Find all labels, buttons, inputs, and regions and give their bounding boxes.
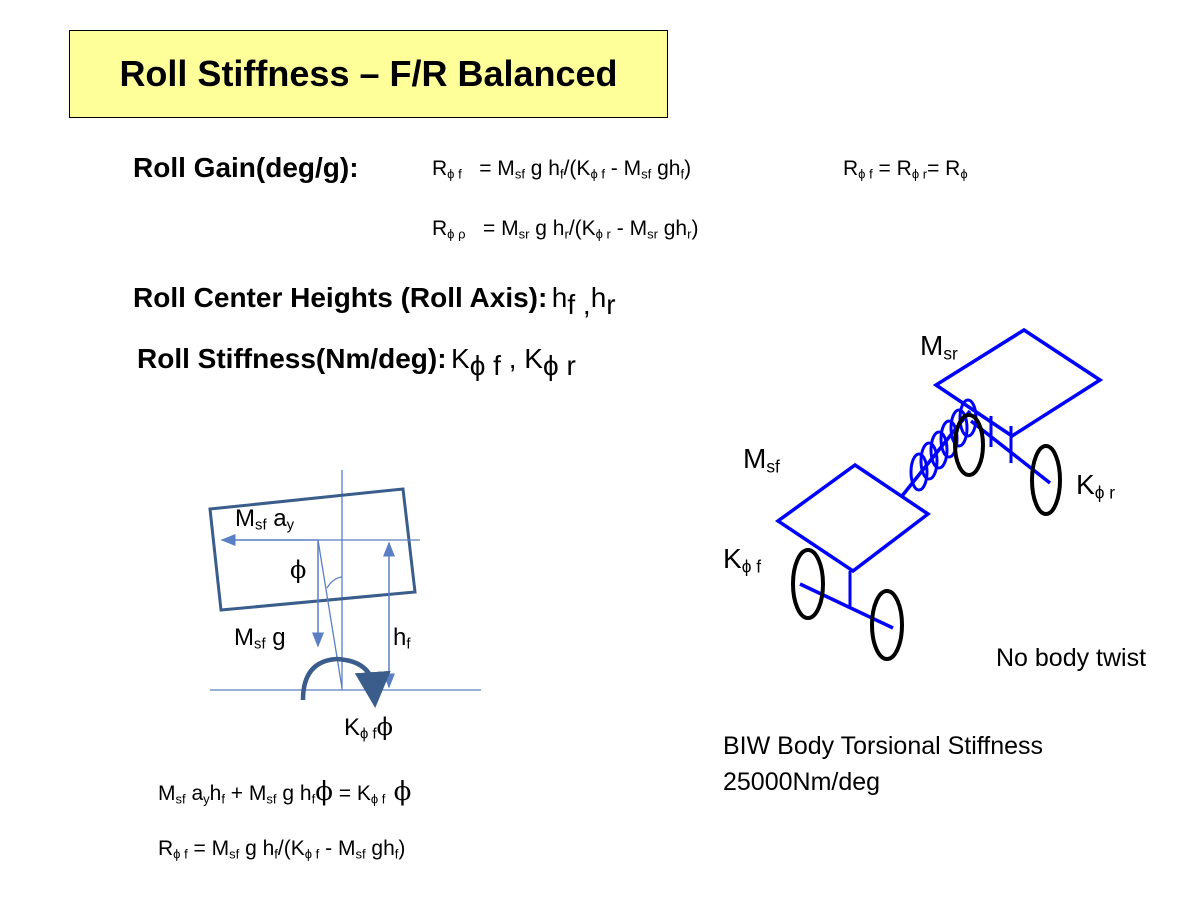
roll-stiffness-label: Roll Stiffness(Nm/deg): [137,343,447,374]
gravity-force-label: Msf g [234,624,286,653]
wheels [791,413,1062,661]
rear-stiffness-label: Kϕ r [1076,469,1116,503]
right-vehicle-diagram [774,327,1104,630]
rear-right-wheel [1030,444,1062,516]
lateral-force-label: Msf ay [235,505,295,534]
roll-gain-label: Roll Gain(deg/g): [133,152,359,183]
slide-title: Roll Stiffness – F/R Balanced [119,53,618,94]
phi-angle-arc [326,576,343,589]
roll-center-heights-label: Roll Center Heights (Roll Axis): [133,282,548,313]
roll-moment-label: Kϕ fϕ [344,713,393,743]
front-stiffness-label: Kϕ f [723,543,762,577]
tilted-body-axis [317,539,343,689]
biw-stiffness-value: 25000Nm/deg [723,768,881,796]
rear-mass-label: Msr [920,330,958,364]
roll-center-heights-line: Roll Center Heights (Roll Axis): hf ,hr [133,282,616,320]
phi-angle-label: ϕ [290,556,307,584]
moment-balance-equation: Msf ayhf + Msf g hfϕ = Kϕ f ϕ [158,777,412,807]
title-box: Roll Stiffness – F/R Balanced [69,30,668,118]
front-left-wheel [791,548,825,620]
front-mass-label: Msf [743,443,780,477]
front-right-wheel [870,589,904,661]
tilted-body-rectangle [208,487,417,612]
cg-height-label: hf [393,624,411,653]
rear-left-wheel [953,413,985,477]
front-body-plate [774,462,932,574]
roll-gain-front-equation: Rϕ f = Msf g hf/(Kϕ f - Msf ghf) [432,157,692,182]
biw-stiffness-title: BIW Body Torsional Stiffness [723,732,1044,760]
front-axle [799,582,894,630]
no-body-twist-note: No body twist [996,644,1147,672]
roll-gain-rear-equation: Rϕ ρ = Msr g hr/(Kϕ r - Msr ghr) [432,217,699,242]
left-roll-diagram [208,470,481,708]
roll-stiffness-line: Roll Stiffness(Nm/deg): Kϕ f , Kϕ r [137,343,576,381]
roll-gain-result-equation: Rϕ f = Msf g hf/(Kϕ f - Msf ghf) [158,837,406,862]
roll-gain-balance-equation: Rϕ f = Rϕ r= Rϕ [843,157,968,182]
roll-moment-arrow [300,656,391,708]
